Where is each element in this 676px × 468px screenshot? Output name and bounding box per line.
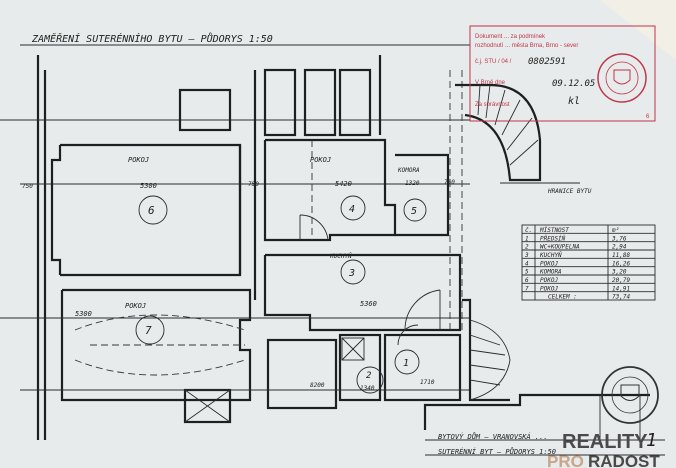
- table-cell: 11,88: [612, 252, 630, 259]
- drawing-title: ZAMĚŘENÍ SUTERÉNNÍHO BYTU – PŮDORYS 1:50: [20, 32, 470, 46]
- table-cell: 16,26: [612, 260, 630, 267]
- table-cell: 6: [525, 277, 529, 284]
- table-cell: POKOJ: [540, 285, 558, 292]
- stamp-page: 6: [646, 114, 650, 120]
- table-cell: 3,20: [611, 269, 627, 276]
- table-cell: 7: [525, 285, 529, 292]
- table-total-value: 73,74: [612, 294, 630, 301]
- table-cell: KUCHYŇ: [539, 252, 562, 259]
- stamp-line2: rozhodnutí ... města Brna, Brno - sever: [475, 43, 578, 49]
- logo-word-pro: PRO: [547, 452, 584, 468]
- logo-word-radost: RADOST: [588, 452, 660, 468]
- area-table: č. MÍSTNOST m² 1 PŘEDSÍŇ 3,76 2 WC+KOUPELNA 2,94…: [521, 224, 656, 301]
- sheet-number: 1: [646, 430, 657, 451]
- dim-3-width: 5360: [360, 300, 377, 308]
- stamp-line1: Dokument ... za podmínek: [475, 34, 546, 40]
- dim-4-width: 5420: [335, 180, 352, 188]
- coat-of-arms-icon: [613, 69, 631, 85]
- table-cell: 20,79: [612, 277, 630, 284]
- room-number-5: 5: [411, 206, 417, 217]
- room-number-4: 4: [349, 204, 355, 215]
- table-header: MÍSTNOST: [539, 226, 569, 234]
- paper-fold: [600, 0, 676, 60]
- stamp-signature: kl: [568, 96, 580, 107]
- table-cell: POKOJ: [540, 260, 558, 267]
- table-cell: 1: [525, 235, 529, 242]
- walls: [0, 55, 650, 440]
- dim-label: 750: [248, 181, 259, 188]
- table-cell: 2: [525, 244, 529, 251]
- room-number-6: 6: [148, 204, 155, 217]
- title-block: BYTOVÝ DŮM – VRANOVSKÁ ... SUTERÉNNÍ BYT…: [425, 430, 665, 456]
- dim-label: 750: [444, 179, 455, 186]
- room-number-7: 7: [145, 324, 152, 337]
- table-cell: 5: [525, 269, 529, 276]
- table-header: m²: [611, 227, 619, 234]
- table-cell: 2,94: [612, 244, 627, 251]
- room-number-2: 2: [366, 371, 371, 381]
- round-seal-icon: [597, 53, 647, 103]
- footer-line2: SUTERÉNNÍ BYT – PŮDORYS 1:50: [438, 447, 556, 456]
- room-name-5: KOMORA: [397, 167, 420, 174]
- room-number-1: 1: [403, 358, 409, 369]
- room-name-6: POKOJ: [128, 156, 149, 164]
- footer-line1: BYTOVÝ DŮM – VRANOVSKÁ ...: [438, 432, 548, 441]
- table-cell: POKOJ: [540, 277, 558, 284]
- table-cell: KOMORA: [539, 269, 562, 276]
- table-cell: PŘEDSÍŇ: [540, 234, 566, 242]
- stamp-ref-label: č.j. STU / 04 /: [475, 59, 512, 65]
- dim-1-width: 1710: [420, 379, 435, 386]
- stamp-ref-value: 0802591: [528, 57, 566, 67]
- approval-stamp: Dokument ... za podmínek rozhodnutí ... …: [469, 25, 656, 122]
- dim-7-width: 5300: [75, 310, 92, 318]
- room-number-3: 3: [348, 268, 355, 279]
- stamp-signature-label: Za správnost: [475, 102, 510, 108]
- title-text: ZAMĚŘENÍ SUTERÉNNÍHO BYTU – PŮDORYS 1:50: [31, 32, 273, 45]
- boundary-label: HRANICE BYTU: [547, 188, 592, 195]
- room-name-3: KUCHYŇ: [329, 253, 352, 260]
- dim-label: 750: [22, 183, 33, 190]
- table-cell: 3: [524, 252, 529, 259]
- stamp-date-value: 09.12.05: [552, 79, 595, 89]
- logo-word-reality: REALITY: [562, 431, 648, 453]
- table-cell: 14,91: [612, 285, 630, 292]
- room-markers: 6 POKOJ 5300 4 POKOJ 5420 5 KOMORA 1320 …: [22, 156, 592, 394]
- stamp-date-label: V Brně dne: [475, 80, 506, 86]
- reality-pro-radost-logo: REALITY PRO RADOST: [547, 431, 660, 468]
- dim-2-width: 1340: [360, 385, 375, 392]
- table-cell: 4: [525, 260, 529, 267]
- table-cell: 3,76: [611, 235, 627, 242]
- dim-label: 8200: [310, 382, 325, 389]
- room-name-7: POKOJ: [125, 302, 146, 310]
- table-header: č.: [525, 227, 532, 234]
- dim-5-width: 1320: [405, 180, 420, 187]
- table-total-label: CELKEM :: [548, 294, 577, 301]
- dim-6-width: 5300: [140, 182, 157, 190]
- table-cell: WC+KOUPELNA: [540, 244, 580, 251]
- notary-seal-icon: [601, 366, 659, 424]
- room-name-4: POKOJ: [310, 156, 331, 164]
